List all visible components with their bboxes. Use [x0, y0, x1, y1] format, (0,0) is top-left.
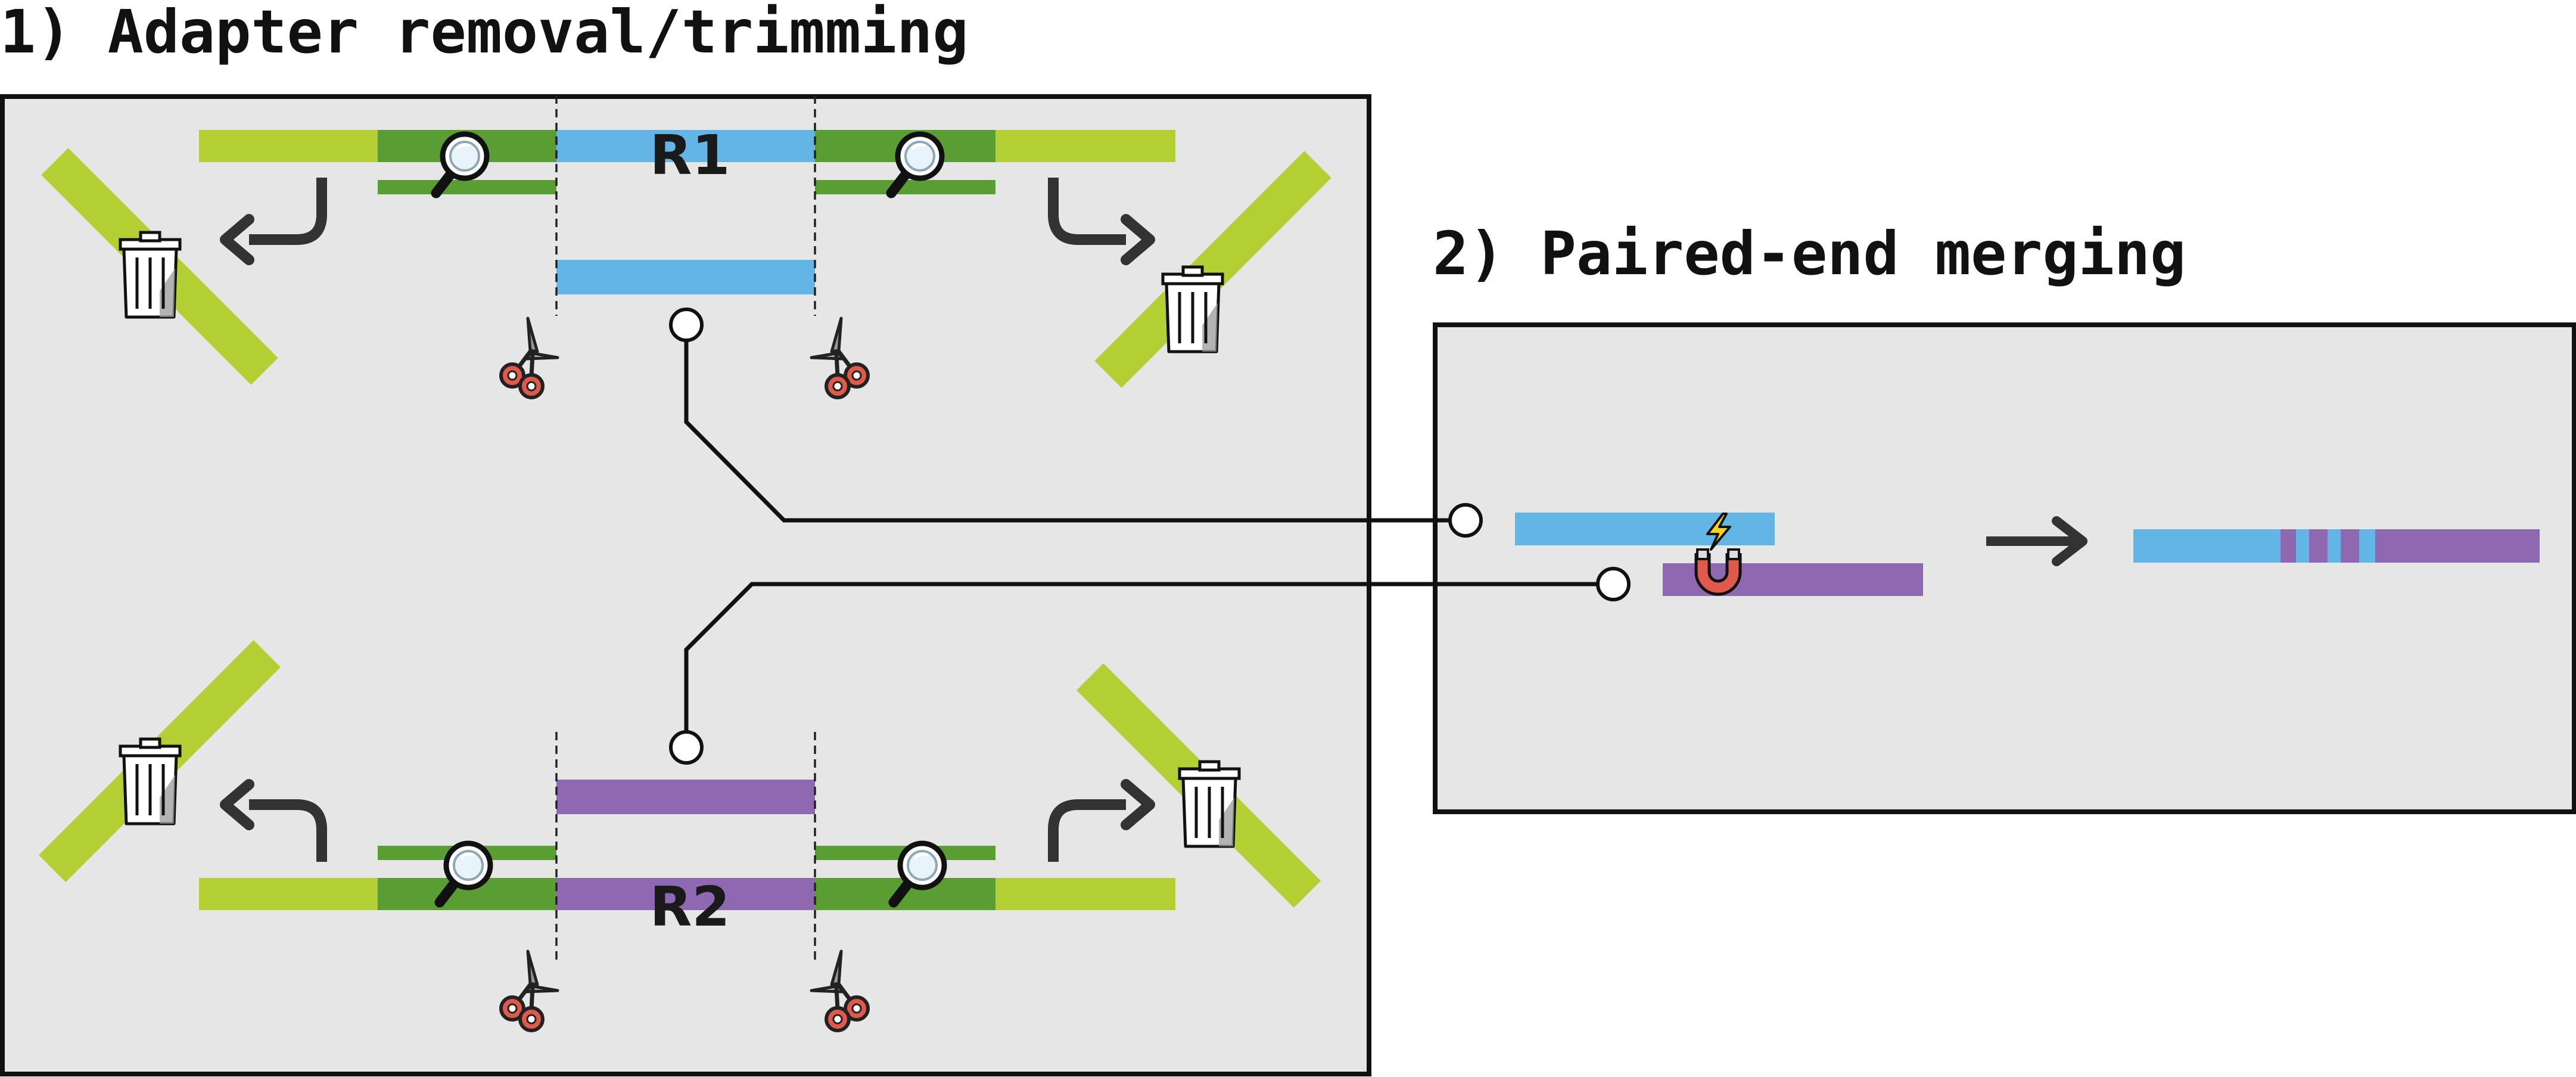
read1-trimmed-bar [556, 260, 815, 294]
section1-title: 1) Adapter removal/trimming [0, 0, 969, 67]
read2-label: R2 [650, 875, 730, 939]
curved-arrow-icon [1048, 784, 1150, 862]
trash-icon [120, 232, 180, 317]
r2-group: R2 [39, 640, 1321, 1031]
read1-merge-bar [1515, 513, 1775, 545]
discarded-adapter-right [1094, 151, 1331, 388]
paired-end-merging-panel [1433, 322, 2576, 814]
lightning-icon [1706, 513, 1731, 551]
read2-bar [556, 878, 815, 910]
curved-arrow-icon [225, 784, 327, 862]
magnet-icon [1694, 548, 1742, 596]
adapter-right-light [995, 130, 1175, 162]
merged-match-stripe [2359, 529, 2375, 563]
connector-node [669, 730, 704, 765]
right-arrow-icon [1986, 516, 2087, 566]
merged-read1-segment [2133, 529, 2281, 563]
connector-node [669, 308, 704, 342]
trash-icon [120, 739, 180, 824]
curved-arrow-icon [225, 178, 327, 260]
section2-title: 2) Paired-end merging [1433, 219, 2186, 288]
trash-icon [1180, 762, 1239, 846]
read1-label: R1 [650, 123, 730, 187]
merged-match-stripe [2296, 529, 2309, 563]
read2-connector-line [684, 582, 1598, 732]
adapter-right-light [995, 878, 1175, 910]
adapter-left-light [199, 878, 378, 910]
adapter-left-light [199, 130, 378, 162]
read2-trimmed-bar [556, 780, 815, 814]
r1-group: R1 [41, 95, 1331, 398]
read1-bar [556, 130, 815, 162]
merge-group [1515, 513, 2540, 596]
connector-node [1448, 503, 1483, 538]
connector-node [1596, 567, 1631, 601]
merged-match-stripe [2328, 529, 2341, 563]
adapter-match-left [378, 180, 556, 194]
trash-icon [1163, 267, 1222, 352]
curved-arrow-icon [1048, 178, 1150, 260]
read1-connector-line [684, 325, 1450, 523]
